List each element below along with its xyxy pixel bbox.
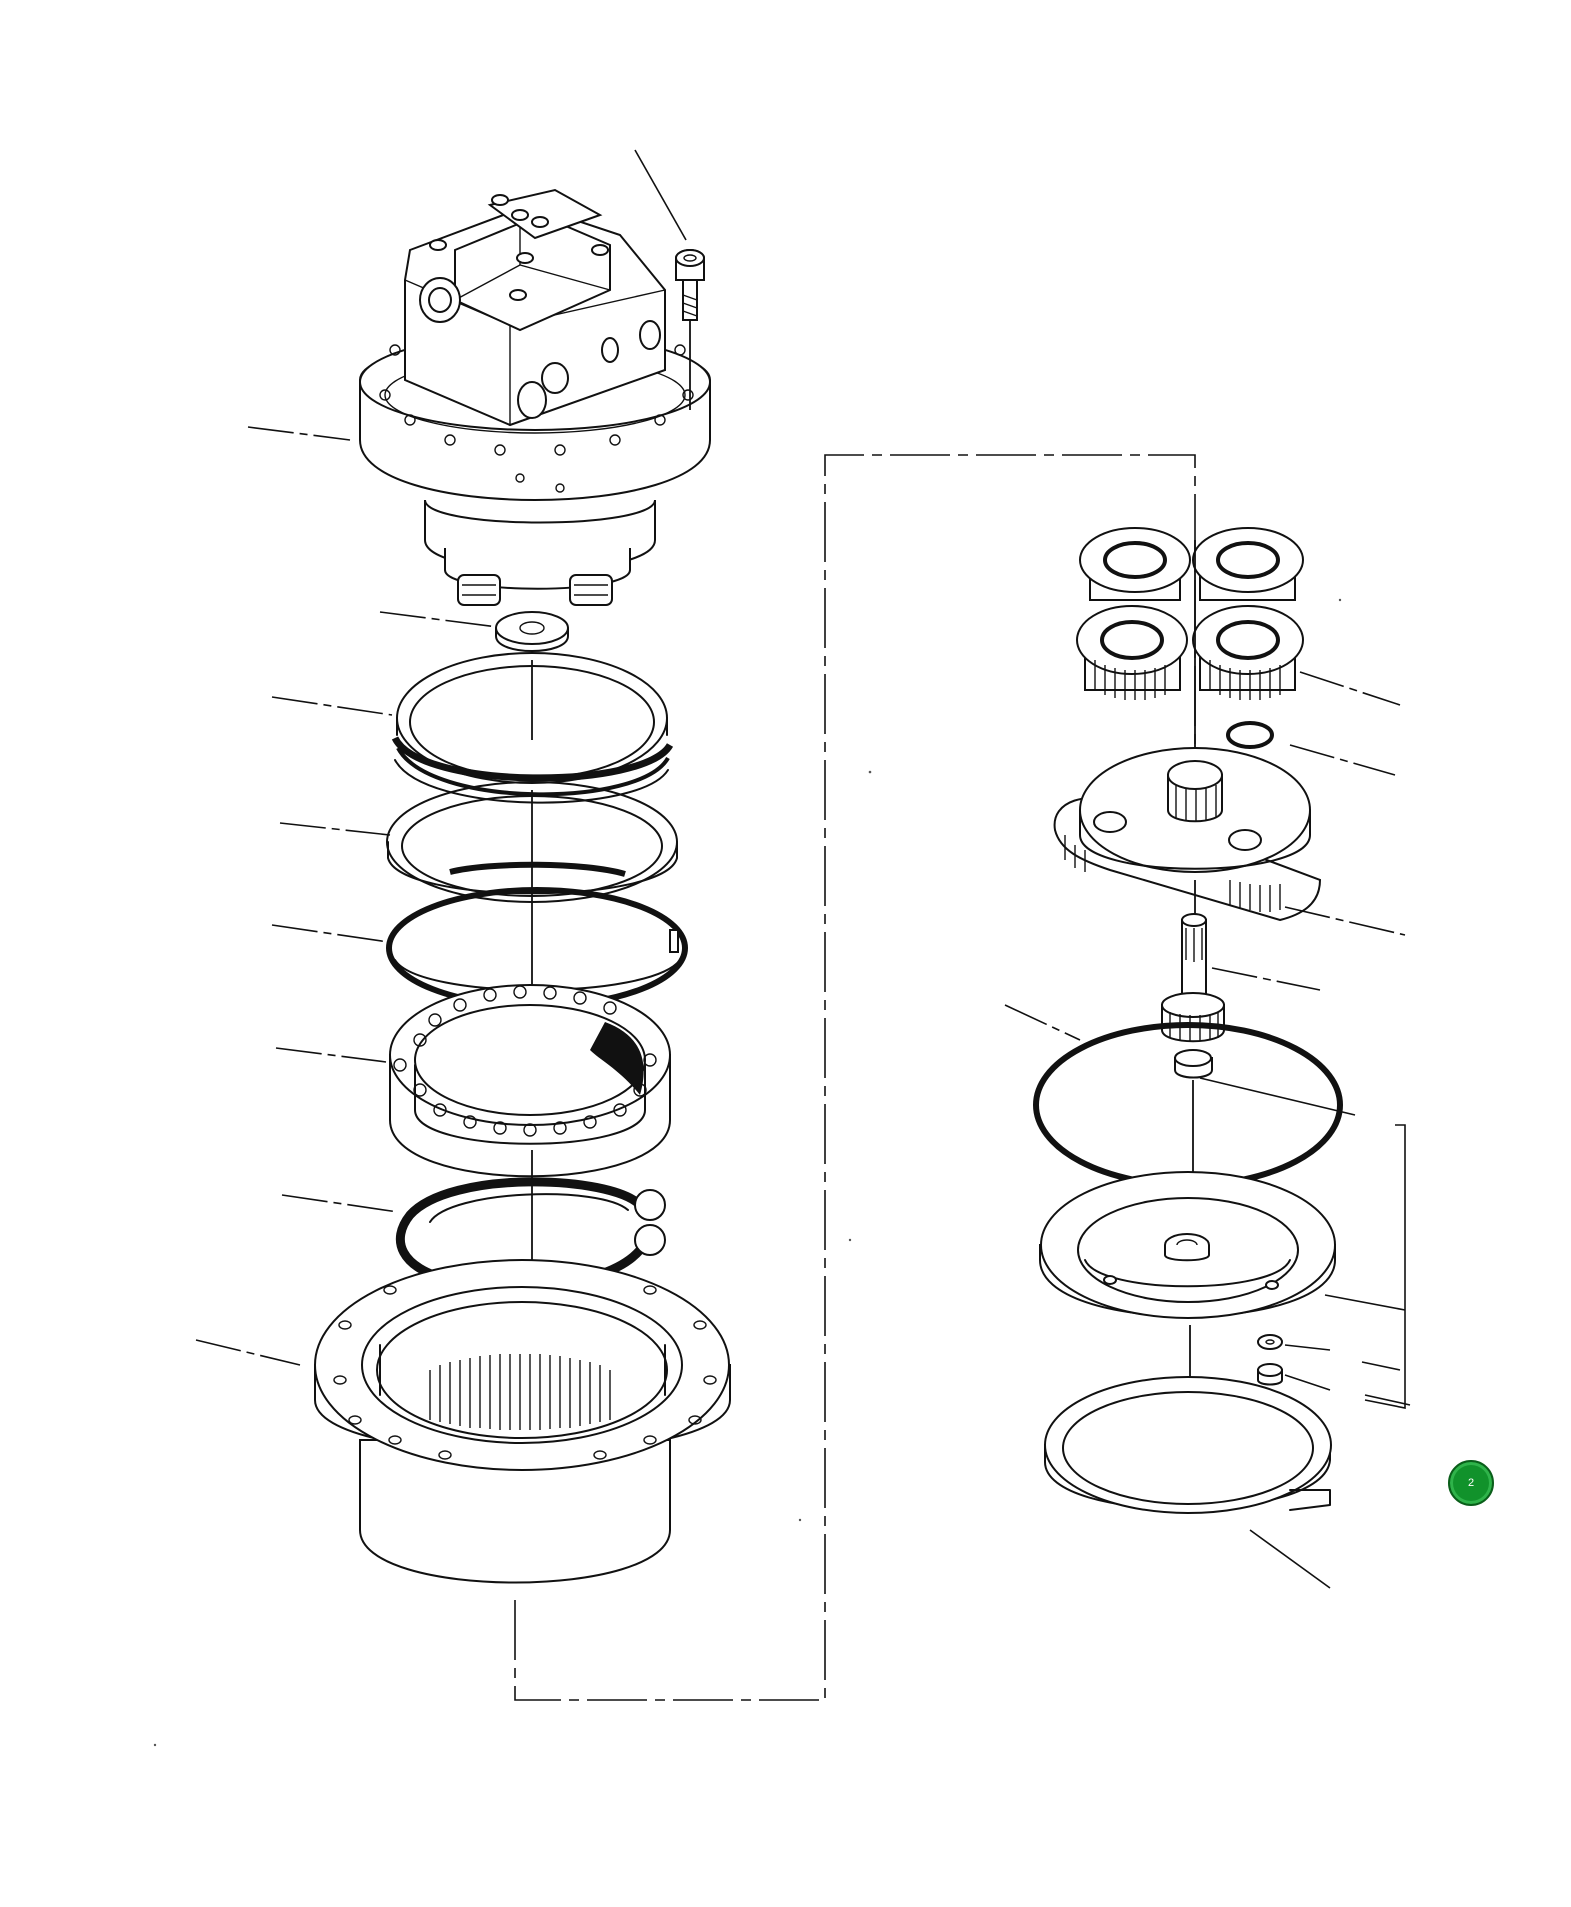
planet-carrier <box>1053 747 1322 922</box>
planet-gear-set <box>1076 527 1304 770</box>
washer <box>1257 1334 1283 1350</box>
o-ring <box>386 781 678 1010</box>
cap-screw <box>675 249 705 410</box>
roller-bearing <box>389 984 671 1330</box>
circlip <box>1226 721 1274 749</box>
right-leader-lines <box>1004 671 1411 1589</box>
ring-seal <box>1044 1376 1332 1514</box>
o-ring-large <box>1033 1022 1343 1188</box>
thrust-spacer <box>1174 1049 1213 1230</box>
assembly-connector-bracket <box>514 454 1196 1701</box>
plug <box>1257 1363 1283 1386</box>
hydraulic-motor-housing <box>359 188 711 606</box>
thrust-washer <box>495 611 569 740</box>
cover <box>1039 1171 1336 1450</box>
page-number-badge[interactable]: 2 <box>1448 1460 1494 1506</box>
left-leader-lines <box>195 426 506 1366</box>
ring-gear-housing <box>314 1259 731 1584</box>
